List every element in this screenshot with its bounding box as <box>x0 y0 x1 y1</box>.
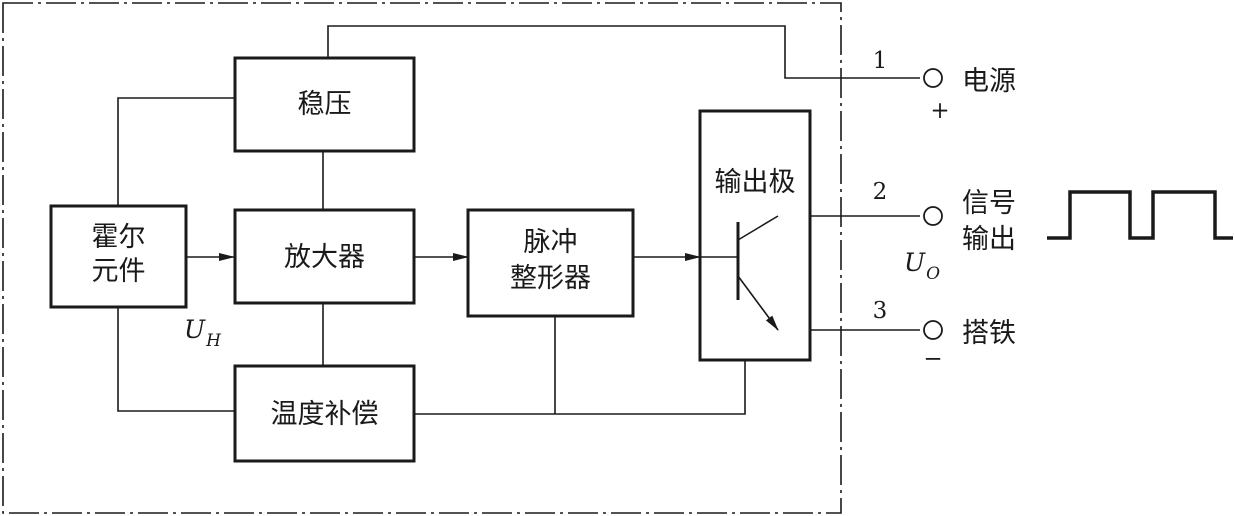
terminal-2 <box>923 206 943 226</box>
uh-label: UH <box>184 315 222 351</box>
output-stage-label: 输出极 <box>715 167 796 198</box>
plus-sign: + <box>930 98 949 124</box>
hall-element-label-line2: 元件 <box>92 256 146 287</box>
hall-element-label-line1: 霍尔 <box>92 222 146 253</box>
terminal-2-number: 2 <box>873 179 888 205</box>
hall-element-block <box>49 204 188 309</box>
temp-compensation-block <box>233 364 416 463</box>
regulator-label: 稳压 <box>298 89 352 120</box>
temp-compensation-label: 温度补偿 <box>271 399 379 430</box>
signal-output-label-line1: 信号 <box>962 188 1016 219</box>
internal-wiring <box>117 25 920 415</box>
signal-output-label-line2: 输出 <box>962 224 1016 255</box>
pulse-shaper-label-line1: 脉冲 <box>524 227 578 258</box>
pulse-shaper-label-line2: 整形器 <box>510 263 591 294</box>
regulator-block <box>233 56 416 153</box>
ground-label: 搭铁 <box>962 318 1016 349</box>
terminal-3 <box>923 320 943 340</box>
pulse-shaper-block <box>466 208 635 318</box>
output-pulse-waveform <box>1047 190 1233 240</box>
power-label: 电源 <box>962 66 1016 97</box>
terminal-3-number: 3 <box>873 298 888 324</box>
sensor-enclosure <box>2 2 842 514</box>
terminal-1 <box>923 68 943 88</box>
terminal-1-number: 1 <box>873 48 888 74</box>
amplifier-label: 放大器 <box>284 242 365 273</box>
amplifier-block <box>233 208 416 305</box>
output-stage-block <box>698 109 812 362</box>
minus-sign: − <box>923 346 942 372</box>
uo-label: UO <box>904 248 940 284</box>
transistor-symbol <box>700 215 779 331</box>
